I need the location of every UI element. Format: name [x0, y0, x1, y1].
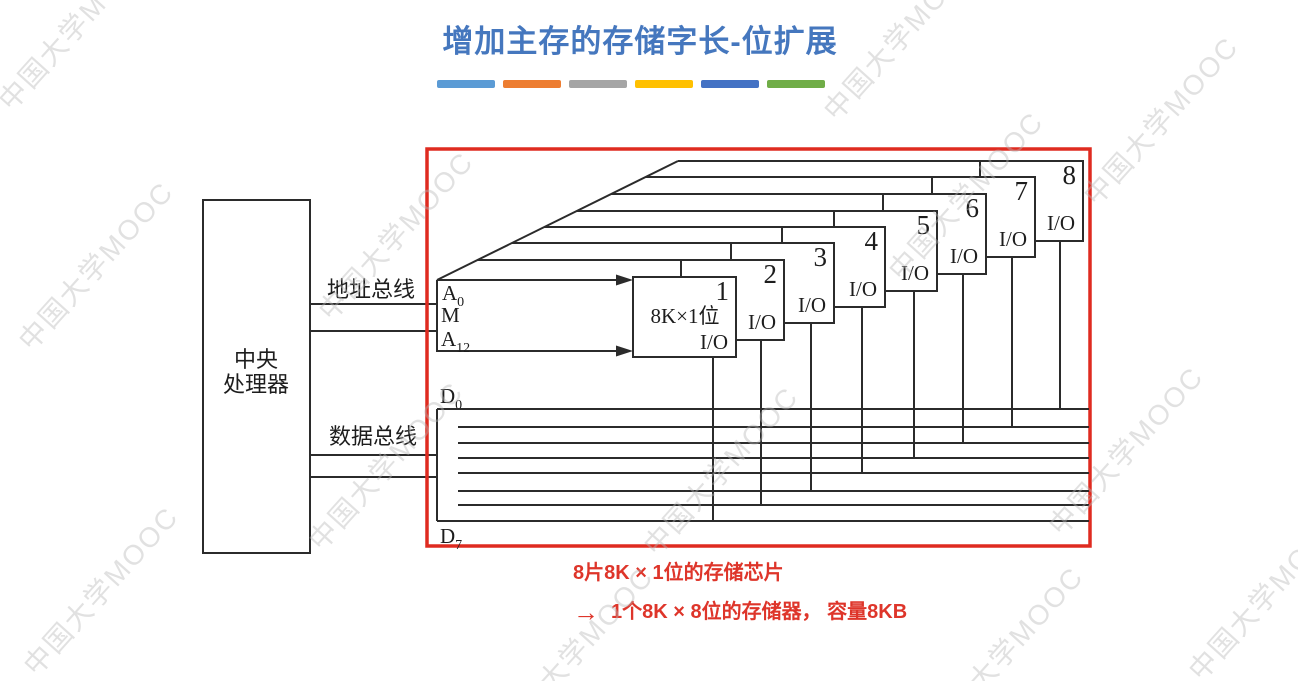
chip-io-lines: [712, 241, 1061, 521]
chip-number: 7: [1015, 176, 1029, 206]
pin-label-a12: A12: [441, 327, 470, 356]
slide-title: 增加主存的存储字长-位扩展: [442, 24, 838, 59]
a12-arrowhead-icon: [616, 345, 633, 357]
pin-label-d7: D7: [440, 524, 462, 553]
chip-number: 8: [1063, 160, 1077, 190]
chip-io-label: I/O: [1047, 211, 1075, 235]
data-bus-label: 数据总线: [329, 424, 417, 449]
note-line-2-text: 1个8K × 8位的存储器， 容量8KB: [611, 601, 908, 623]
annotation-notes: 8片8K × 1位的存储芯片 → 1个8K × 8位的存储器， 容量8KB: [573, 561, 907, 625]
chip-io-label: I/O: [849, 277, 877, 301]
divider-dash: [569, 80, 627, 88]
memory-bank-highlight-box: [425, 147, 1092, 548]
address-bus-label: 地址总线: [327, 277, 415, 302]
cpu-block: 中央 处理器: [202, 199, 311, 554]
cpu-label-line2: 处理器: [223, 372, 289, 397]
chip-number: 5: [917, 210, 931, 240]
chip-io-label: I/O: [748, 310, 776, 334]
chip-number: 1: [716, 276, 730, 306]
chip-io-label: I/O: [950, 244, 978, 268]
cpu-label-line1: 中央: [234, 347, 278, 372]
address-fanout-diagonal: [436, 160, 679, 281]
divider-dash: [437, 80, 495, 88]
cpu-box: [202, 199, 311, 554]
chip-io-label: I/O: [999, 227, 1027, 251]
chip-capacity-label: 8K×1位: [650, 304, 719, 328]
address-bus-lines: [310, 303, 437, 332]
pin-label-d0: D0: [440, 384, 462, 413]
note-line-1: 8片8K × 1位的存储芯片: [573, 562, 784, 584]
chip-number: 4: [865, 226, 879, 256]
chip-number: 6: [966, 193, 980, 223]
chip-io-label: I/O: [700, 330, 728, 354]
divider-dash: [767, 80, 825, 88]
memory-chip-1: 1 8K×1位 I/O: [632, 276, 737, 358]
chip-number: 2: [764, 259, 778, 289]
chip-number: 3: [814, 242, 828, 272]
divider-dash: [503, 80, 561, 88]
note-line-2: → 1个8K × 8位的存储器， 容量8KB: [573, 599, 907, 625]
address-fanout-lines: [436, 160, 980, 352]
a0-arrowhead-icon: [616, 274, 633, 286]
data-bus-lines: [310, 454, 437, 478]
title-divider: [437, 80, 833, 88]
chip-io-label: I/O: [798, 293, 826, 317]
data-line-fanout: [436, 408, 1089, 522]
divider-dash: [701, 80, 759, 88]
pin-label-m: M: [441, 303, 460, 327]
chip-io-label: I/O: [901, 261, 929, 285]
divider-dash: [635, 80, 693, 88]
pin-label-a0: A0: [442, 281, 464, 310]
right-arrow-icon: →: [573, 597, 599, 627]
